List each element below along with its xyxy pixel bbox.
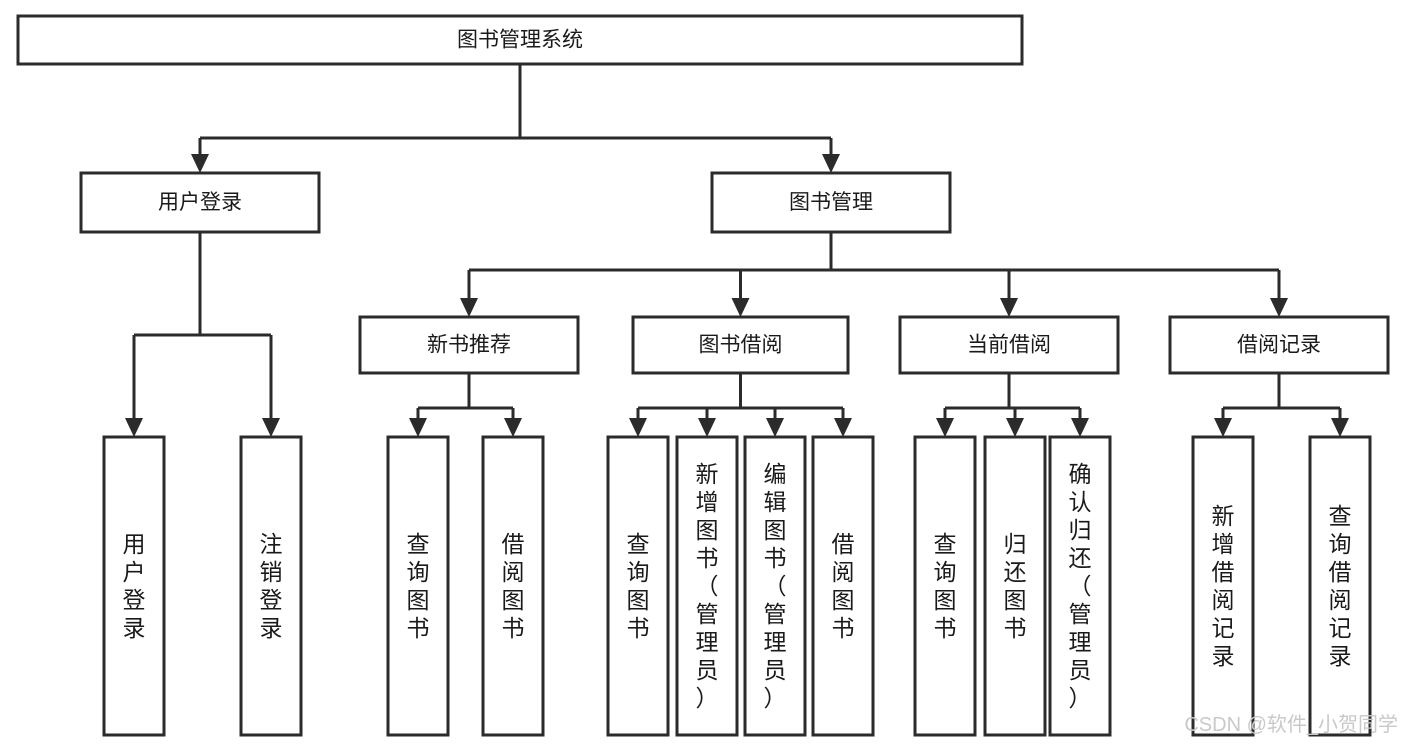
root-node-book-management-system-label: 图书管理系统 [457,29,583,52]
leaf-node-6[interactable]: 编辑图书（管理员） [743,435,807,737]
level2-node-2[interactable]: 当前借阅 [898,315,1120,375]
leaf-node-12[interactable]: 查询借阅记录 [1308,435,1372,737]
l2-2-to-leaves-arrow-2-head [1071,418,1089,437]
leaf-node-6-label: 编辑图书（管理员） [764,461,787,711]
level2-node-2-box[interactable] [898,315,1120,375]
leaf-node-8[interactable]: 查询图书 [913,435,977,737]
leaf-node-10[interactable]: 确认归还（管理员） [1048,435,1112,737]
leaf-node-11[interactable]: 新增借阅记录 [1191,435,1255,737]
leaf-node-6-box[interactable] [743,435,807,737]
leaf-node-1-box[interactable] [239,435,303,737]
books-to-l2-arrow-3-head [1270,298,1288,317]
leaf-node-4-box[interactable] [606,435,670,737]
leaf-node-8-label: 查询图书 [934,531,957,641]
level2-node-3-label: 借阅记录 [1237,334,1321,357]
leaf-node-10-label: 确认归还（管理员） [1069,461,1092,711]
leaf-node-10-box[interactable] [1048,435,1112,737]
leaf-node-3-label: 借阅图书 [502,531,525,641]
root-node-book-management-system-box[interactable] [16,14,1024,66]
leaf-node-0-label: 用户登录 [123,531,146,641]
leaf-node-1-label: 注销登录 [260,531,283,641]
login-to-leaves-arrow-0-head [125,418,143,437]
leaf-node-11-box[interactable] [1191,435,1255,737]
l2-2-to-leaves-arrow-1-head [1006,418,1024,437]
leaf-node-9-box[interactable] [983,435,1047,737]
leaf-node-0[interactable]: 用户登录 [102,435,166,737]
level2-node-3[interactable]: 借阅记录 [1168,315,1390,375]
leaf-node-4[interactable]: 查询图书 [606,435,670,737]
l2-0-to-leaves-arrow-0-head [409,418,427,437]
leaf-node-7[interactable]: 借阅图书 [811,435,875,737]
leaf-node-9-label: 归还图书 [1004,531,1027,641]
level1-node-0-box[interactable] [79,171,321,234]
leaf-node-5[interactable]: 新增图书（管理员） [675,435,739,737]
books-to-l2-arrow-1-head [731,298,750,317]
leaf-node-3[interactable]: 借阅图书 [481,435,545,737]
root-node-book-management-system[interactable]: 图书管理系统 [16,14,1024,66]
leaf-node-9[interactable]: 归还图书 [983,435,1047,737]
login-to-leaves-arrow-1-head [262,418,280,437]
l2-0-to-leaves-arrow-1-head [504,418,522,437]
level2-node-0-label: 新书推荐 [427,334,511,357]
connector-layer [125,64,1349,437]
level1-node-1[interactable]: 图书管理 [710,171,952,234]
level2-node-2-label: 当前借阅 [967,334,1051,357]
leaf-node-4-label: 查询图书 [627,531,650,641]
root-to-l1-arrow-1-head [822,154,840,173]
books-to-l2-arrow-0-head [460,298,478,317]
leaf-node-5-box[interactable] [675,435,739,737]
l2-3-to-leaves-arrow-1-head [1331,418,1349,437]
leaf-node-12-label: 查询借阅记录 [1329,503,1352,669]
leaf-node-11-label: 新增借阅记录 [1212,503,1235,669]
leaf-node-7-label: 借阅图书 [832,531,855,641]
leaf-node-5-label: 新增图书（管理员） [696,461,719,711]
l2-1-to-leaves-arrow-2-head [766,418,784,437]
level1-node-1-box[interactable] [710,171,952,234]
l2-1-to-leaves-arrow-0-head [629,418,647,437]
level2-node-3-box[interactable] [1168,315,1390,375]
leaf-node-1[interactable]: 注销登录 [239,435,303,737]
level1-node-0-label: 用户登录 [158,191,242,214]
leaf-node-8-box[interactable] [913,435,977,737]
level1-node-1-label: 图书管理 [789,191,873,214]
l2-2-to-leaves-arrow-0-head [936,418,954,437]
l2-3-to-leaves-arrow-0-head [1214,418,1232,437]
level2-node-1-box[interactable] [631,315,850,375]
leaf-node-3-box[interactable] [481,435,545,737]
root-to-l1-arrow-0-head [191,154,209,173]
level1-node-0[interactable]: 用户登录 [79,171,321,234]
level2-node-0-box[interactable] [358,315,580,375]
leaf-node-7-box[interactable] [811,435,875,737]
books-to-l2-arrow-2-head [1000,298,1018,317]
level2-node-1-label: 图书借阅 [699,334,783,357]
level2-node-0[interactable]: 新书推荐 [358,315,580,375]
csdn-watermark: CSDN @软件_小贺同学 [1184,713,1398,736]
l2-1-to-leaves-arrow-3-head [834,418,852,437]
l2-1-to-leaves-arrow-1-head [698,418,716,437]
leaf-node-2[interactable]: 查询图书 [386,435,450,737]
leaf-node-2-label: 查询图书 [407,531,430,641]
level2-node-1[interactable]: 图书借阅 [631,315,850,375]
leaf-node-2-box[interactable] [386,435,450,737]
node-layer: 图书管理系统用户登录图书管理新书推荐图书借阅当前借阅借阅记录用户登录注销登录查询… [16,14,1390,737]
leaf-node-0-box[interactable] [102,435,166,737]
leaf-node-12-box[interactable] [1308,435,1372,737]
